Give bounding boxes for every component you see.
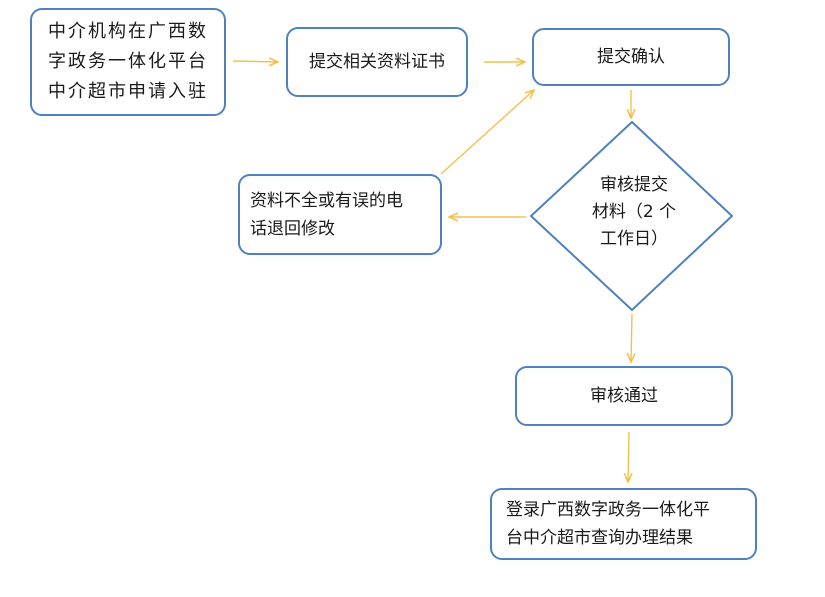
result-line-2: 台中介超市查询办理结果 xyxy=(506,528,693,548)
arrow-review-to-approved xyxy=(631,313,632,362)
arrow-approved-to-result xyxy=(628,431,629,482)
approved-label: 审核通过 xyxy=(590,386,658,406)
approved-node: 审核通过 xyxy=(515,366,733,426)
review-line-3: 工作日） xyxy=(600,229,668,249)
apply-line-1: 中介机构在广西数 xyxy=(48,21,208,42)
return-line-2: 话退回修改 xyxy=(250,218,335,239)
apply-entry-node: 中介机构在广西数 字政务一体化平台 中介超市申请入驻 xyxy=(30,8,226,116)
result-line-1: 登录广西数字政务一体化平 xyxy=(506,500,710,520)
arrow-apply-to-submit-docs xyxy=(232,61,278,62)
check-result-node: 登录广西数字政务一体化平 台中介超市查询办理结果 xyxy=(490,488,757,560)
return-for-revision-node: 资料不全或有误的电 话退回修改 xyxy=(238,174,442,255)
apply-line-2: 字政务一体化平台 xyxy=(48,51,208,72)
apply-line-3: 中介超市申请入驻 xyxy=(48,81,208,102)
submit-confirm-label: 提交确认 xyxy=(597,47,665,67)
arrow-return-to-confirm xyxy=(440,90,534,175)
return-line-1: 资料不全或有误的电 xyxy=(250,190,403,211)
review-line-2: 材料（2 个 xyxy=(591,202,677,222)
review-line-1: 审核提交 xyxy=(600,175,668,195)
submit-docs-label: 提交相关资料证书 xyxy=(309,52,445,72)
review-decision-label: 审核提交 材料（2 个 工作日） xyxy=(580,172,688,253)
submit-confirm-node: 提交确认 xyxy=(532,28,730,86)
submit-docs-node: 提交相关资料证书 xyxy=(286,27,468,97)
